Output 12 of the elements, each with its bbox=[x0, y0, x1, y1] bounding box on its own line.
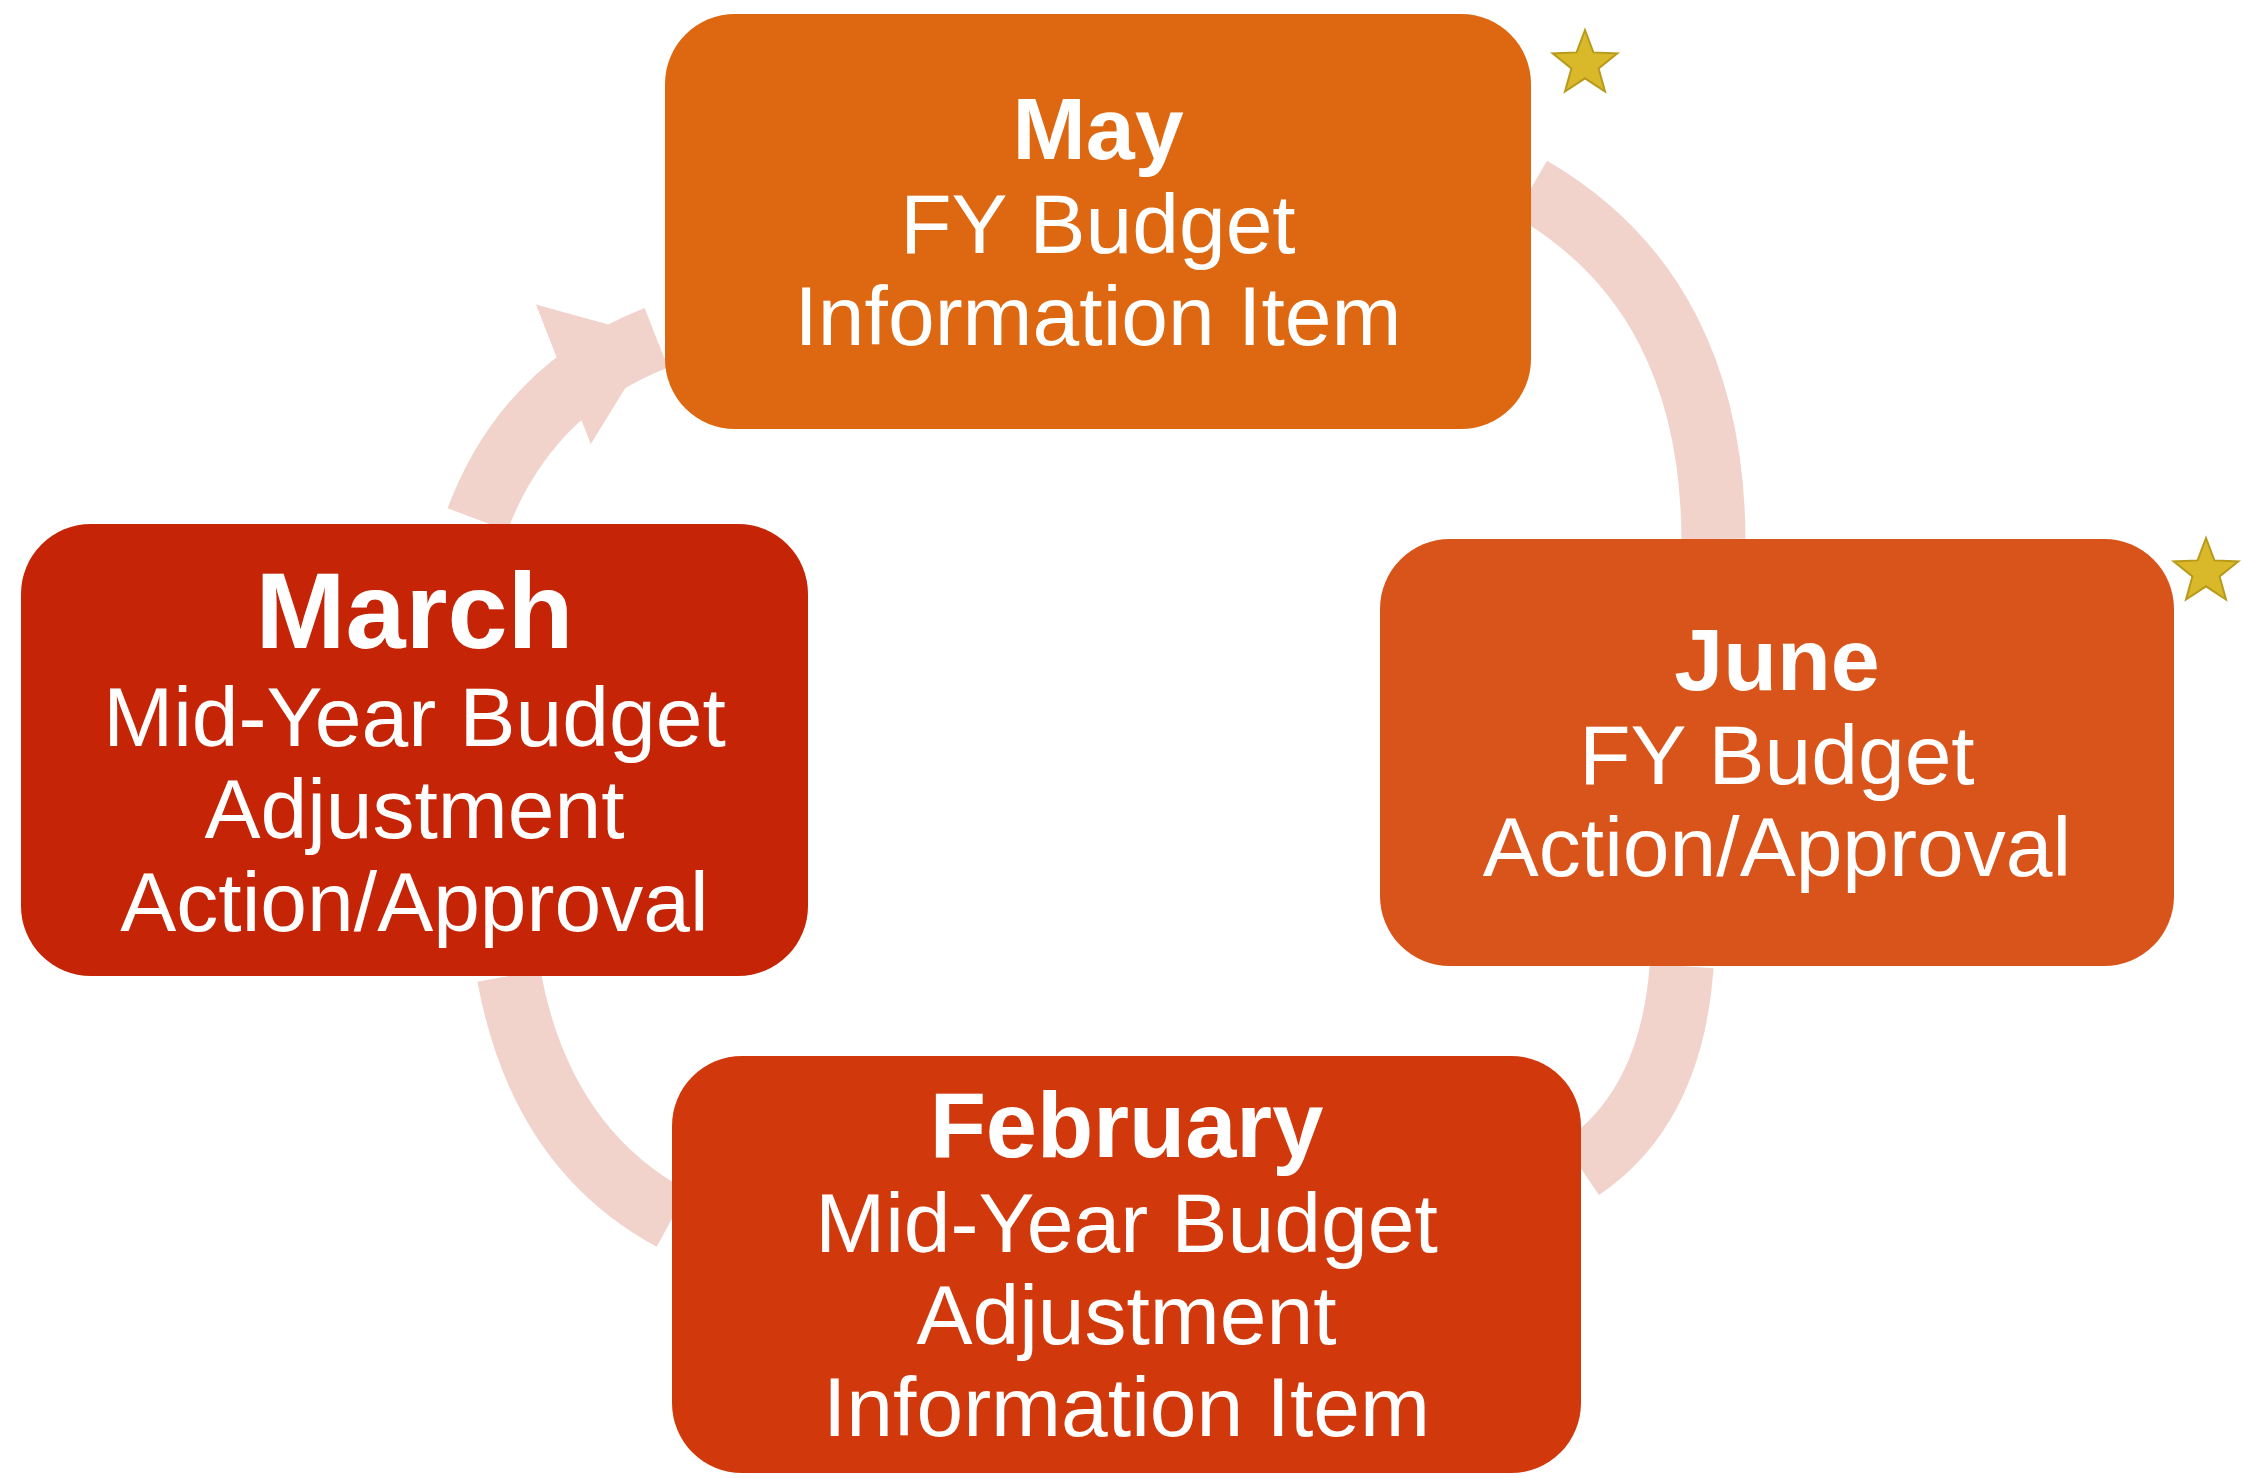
step-description: Mid-Year Budget Adjustment Action/Approval bbox=[102, 670, 727, 948]
process-box bbox=[672, 1056, 1581, 1473]
process-box bbox=[21, 524, 808, 976]
month-heading: March bbox=[255, 552, 574, 671]
step-description: FY Budget Information Item bbox=[793, 177, 1403, 363]
step-description: FY Budget Action/Approval bbox=[1481, 708, 2073, 894]
step-description: Mid-Year Budget Adjustment Information Item bbox=[814, 1176, 1439, 1454]
month-heading: February bbox=[929, 1075, 1324, 1177]
month-heading: June bbox=[1674, 611, 1880, 709]
month-heading: May bbox=[1012, 80, 1184, 178]
process-box bbox=[1380, 539, 2174, 966]
process-box bbox=[665, 14, 1531, 429]
